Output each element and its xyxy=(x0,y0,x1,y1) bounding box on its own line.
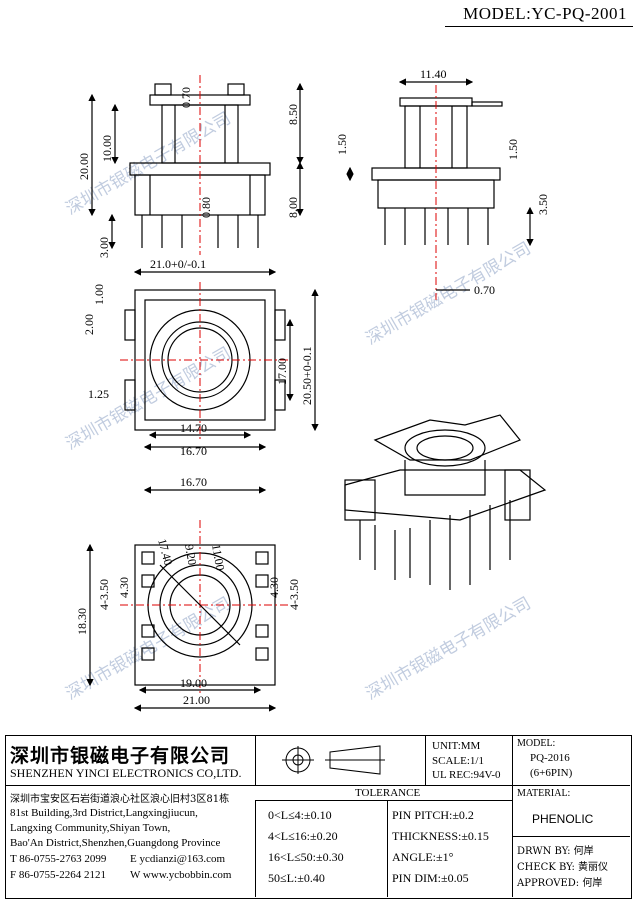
dim-8-50: 8.50 xyxy=(286,104,300,125)
dim-21-00: 21.00 xyxy=(183,693,210,707)
dim-11-40: 11.40 xyxy=(420,67,447,81)
unit-label: UNIT:MM xyxy=(432,740,481,752)
model-value: PQ-2016 xyxy=(530,752,570,764)
title-block xyxy=(5,735,632,899)
material-label: MATERIAL: xyxy=(517,788,571,799)
watermark-2: 深圳市银磁电子有限公司 xyxy=(363,239,535,350)
tol-right-3: ANGLE:±1° xyxy=(392,850,454,864)
bottom-view xyxy=(86,486,290,712)
top-view xyxy=(120,268,319,451)
tolerance-label: TOLERANCE xyxy=(355,787,421,799)
watermark-5: 深圳市银磁电子有限公司 xyxy=(363,594,535,705)
dim-1-50-left: 1.50 xyxy=(335,134,349,155)
dim-19-00: 19.00 xyxy=(180,676,207,690)
scale-label: SCALE:1/1 xyxy=(432,755,484,767)
dim-3-50: 3.50 xyxy=(536,194,550,215)
dim-16-70: 16.70 xyxy=(180,444,207,458)
address-line-3: Langxing Community,Shiyan Town, xyxy=(10,822,171,834)
tol-left-2: 4<L≤16:±0.20 xyxy=(268,829,338,843)
dim-4-30-right: 4.30 xyxy=(267,577,281,598)
dim-4-3-50-left: 4-3.50 xyxy=(97,579,111,610)
technical-drawing: 深圳市银磁电子有限公司 深圳市银磁电子有限公司 深圳市银磁电子有限公司 深圳市银… xyxy=(63,67,550,712)
front-view xyxy=(88,75,304,255)
email: E ycdianzi@163.com xyxy=(130,853,226,865)
model-label: MODEL: xyxy=(517,738,556,749)
dim-0-70: 0.70 xyxy=(179,87,193,108)
tel: T 86-0755-2763 2099 xyxy=(10,853,107,865)
dim-20-00: 20.00 xyxy=(77,153,91,180)
ul-rec-label: UL REC:94V-0 xyxy=(432,769,501,781)
tol-left-3: 16<L≤50:±0.30 xyxy=(268,850,344,864)
dim-2-00: 2.00 xyxy=(82,314,96,335)
material-value: PHENOLIC xyxy=(532,812,594,826)
company-name-cn: 深圳市银磁电子有限公司 xyxy=(10,745,231,767)
tol-right-1: PIN PITCH:±0.2 xyxy=(392,808,474,822)
header-underline xyxy=(445,26,633,27)
side-view-dims: 11.40 1.50 1.50 3.50 0.70 xyxy=(335,67,550,297)
dim-3-00: 3.00 xyxy=(97,237,111,258)
website: W www.ycbobbin.com xyxy=(130,869,232,881)
tol-left-4: 50≤L:±0.40 xyxy=(268,871,325,885)
dim-4-3-50-right: 4-3.50 xyxy=(287,579,301,610)
dim-18-30: 18.30 xyxy=(75,608,89,635)
dim-11-00: 11.00 xyxy=(209,543,227,572)
checked-by: CHECK BY: 黄丽仪 xyxy=(517,862,609,873)
fax: F 86-0755-2264 2121 xyxy=(10,869,106,881)
dim-4-30-left: 4.30 xyxy=(117,577,131,598)
dim-16-70-b: 16.70 xyxy=(180,475,207,489)
dim-pin-0-70: 0.70 xyxy=(474,283,495,297)
isometric-view xyxy=(344,414,547,590)
projection-symbol xyxy=(282,745,385,775)
model-pins: (6+6PIN) xyxy=(530,767,573,779)
side-view xyxy=(346,78,534,300)
dim-9-20: 9.20 xyxy=(182,543,199,566)
bottom-view-dims: 16.70 17.40 9.20 11.00 4-3.50 4.30 4.30 … xyxy=(75,475,301,707)
dim-17-00: 17.00 xyxy=(275,358,289,385)
approved-by: APPROVED: 何岸 xyxy=(517,878,603,889)
company-name-en: SHENZHEN YINCI ELECTRONICS CO,LTD. xyxy=(10,766,242,780)
front-view-dims: 8.50 0.70 20.00 10.00 0.80 8.00 3.00 xyxy=(77,87,300,258)
dim-8-00: 8.00 xyxy=(286,197,300,218)
tol-right-4: PIN DIM:±0.05 xyxy=(392,871,469,885)
dim-0-80: 0.80 xyxy=(199,197,213,218)
model-header: MODEL:YC-PQ-2001 xyxy=(463,4,627,23)
dim-20-50: 20.50+0-0.1 xyxy=(300,346,314,405)
dim-1-25: 1.25 xyxy=(88,387,109,401)
dim-1-50-right: 1.50 xyxy=(506,139,520,160)
dim-1-00: 1.00 xyxy=(92,284,106,305)
dim-17-40: 17.40 xyxy=(155,537,176,567)
drawn-by: DRWN BY: 何岸 xyxy=(517,846,594,857)
address-line-4: Bao'An District,Shenzhen,Guangdong Provi… xyxy=(10,837,221,849)
address-line-1: 深圳市宝安区石岩街道浪心社区浪心旧村3区81栋 xyxy=(10,794,230,805)
tol-left-1: 0<L≤4:±0.10 xyxy=(268,808,332,822)
top-view-dims: 21.0+0/-0.1 1.00 2.00 1.25 17.00 20.50+0… xyxy=(82,257,314,458)
dim-14-70: 14.70 xyxy=(180,421,207,435)
dim-10-00: 10.00 xyxy=(100,135,114,162)
address-line-2: 81st Building,3rd District,Langxingjiucu… xyxy=(10,807,198,819)
tol-right-2: THICKNESS:±0.15 xyxy=(392,829,489,843)
dim-21-0: 21.0+0/-0.1 xyxy=(150,257,206,271)
